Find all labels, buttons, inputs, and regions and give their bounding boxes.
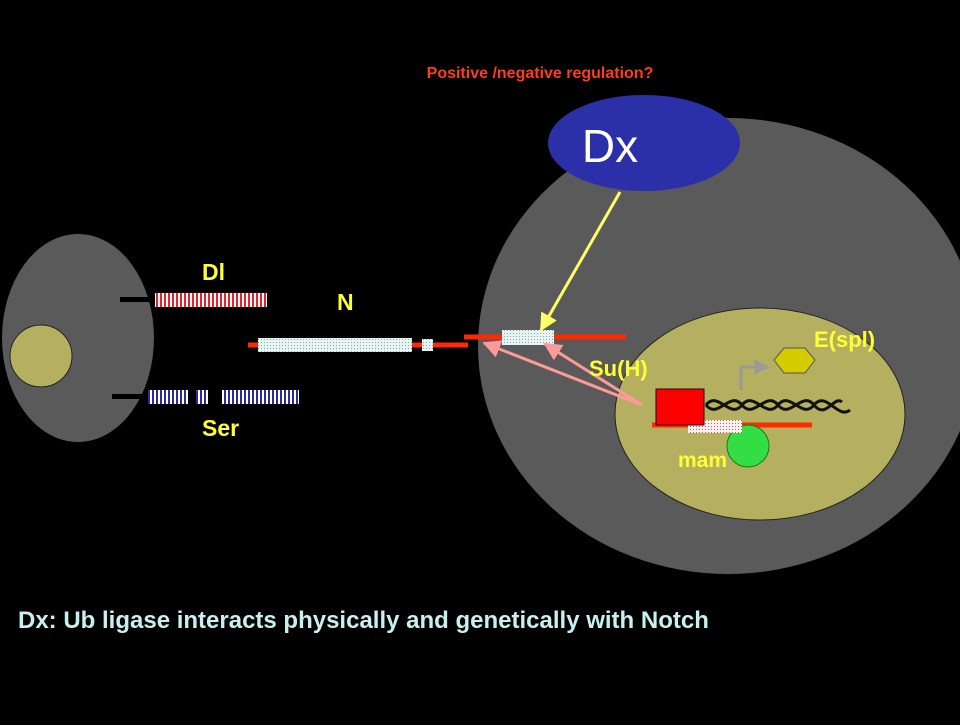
notch-cleavage-box	[422, 339, 433, 351]
espl-label: E(spl)	[814, 327, 875, 352]
nicd-arrow-1	[482, 340, 643, 407]
ser-ligand-segment-1	[148, 390, 188, 404]
transcription-start-arrow	[739, 359, 770, 390]
notch-extracellular-domain	[258, 338, 412, 352]
ser-ligand-segment-2	[196, 390, 208, 404]
ser-ligand-segment-3	[222, 390, 299, 404]
regulation-question: Positive /negative regulation?	[427, 65, 654, 82]
dl-ligand	[155, 293, 267, 307]
slide-caption: Dx: Ub ligase interacts physically and g…	[18, 607, 709, 634]
dl-label: Dl	[202, 259, 225, 285]
sending-cell	[2, 234, 154, 442]
n-label: N	[337, 289, 354, 315]
nicd-arrow-2	[543, 342, 643, 407]
ser-label: Ser	[202, 415, 239, 441]
mam-protein	[726, 424, 770, 468]
suh-label: Su(H)	[589, 356, 648, 381]
suh-protein	[655, 388, 705, 426]
dx-label: Dx	[582, 120, 638, 172]
dl-anchor	[120, 297, 158, 302]
dna-strand-2	[704, 399, 843, 412]
ser-anchor	[112, 394, 152, 399]
dx-arrow	[539, 191, 622, 332]
notch-dx-binding-domain	[502, 330, 554, 345]
dx-protein	[548, 95, 740, 191]
espl-product	[773, 347, 816, 374]
receiving-cell-nucleus	[614, 307, 906, 521]
mam-label: mam	[678, 449, 727, 472]
sending-cell-nucleus	[9, 324, 73, 388]
